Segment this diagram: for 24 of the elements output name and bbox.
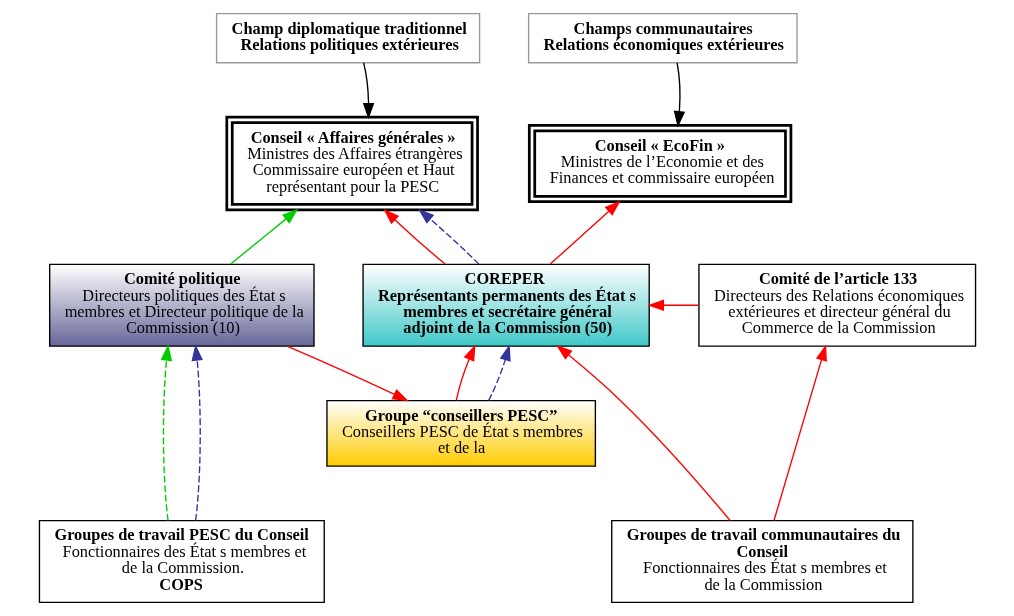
node-box: Comité de l’article 133 Directeurs des Relations économiques extérieures et directeur général du Commerce de la Commission xyxy=(697,263,976,347)
arrow xyxy=(191,344,203,522)
arrow xyxy=(673,62,685,128)
arrow xyxy=(286,345,409,402)
arrow xyxy=(555,344,731,522)
arrow xyxy=(647,299,699,311)
node-box: Conseil « EcoFin » Ministres de l’Economie et des Finances et commissaire européen xyxy=(527,124,792,204)
arrow xyxy=(487,344,511,402)
arrow xyxy=(160,344,172,522)
node-box: Groupes de travail PESC du Conseil Fonctionnaires des État s membres et de la Commission. COPS xyxy=(38,519,325,603)
arrow xyxy=(549,200,621,265)
node-box: Groupes de travail communautaires du Conseil Fonctionnaires des État s membres et de la Commission xyxy=(610,519,914,603)
arrow xyxy=(362,62,374,120)
arrow xyxy=(382,208,446,265)
arrow xyxy=(455,344,475,402)
arrow xyxy=(772,344,827,522)
node-box: Groupe “conseillers PESC” Conseillers PESC de État s membres et de la xyxy=(325,400,596,467)
node-box: Champ diplomatique traditionnel Relations politiques extérieures xyxy=(215,13,480,64)
node-box: Conseil « Affaires générales » Ministres des Affaires étrangères Commissaire européen et Haut représentant pour la PESC xyxy=(224,115,479,212)
node-box: Comité politique Directeurs politiques des État s membres et Directeur politique de la Commission (10) xyxy=(48,263,315,347)
arrow xyxy=(229,208,298,265)
arrow xyxy=(417,208,479,265)
node-box: Champs communautaires Relations économiques extérieures xyxy=(527,13,798,64)
node-box: COREPER Représentants permanents des État s membres et secrétaire général adjoint de la Commission (50) xyxy=(361,263,650,347)
